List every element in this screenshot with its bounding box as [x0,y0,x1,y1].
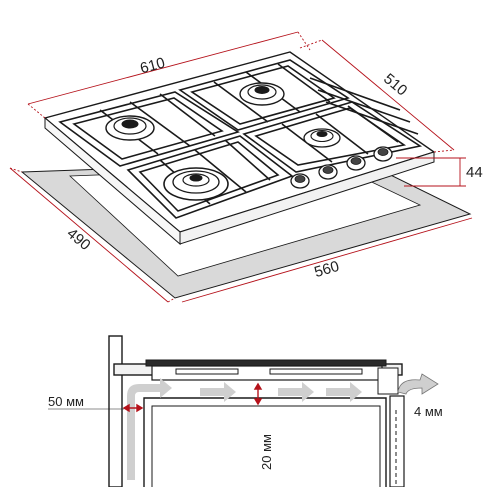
air-flow-arrows [127,373,439,480]
grate-front-left [126,135,294,219]
dim-line-510 [321,39,455,151]
grate-rear-right [178,59,350,131]
rear-wall [389,395,405,487]
label-vent-gap: 20 мм [259,434,274,470]
dim-label-610: 610 [138,54,167,77]
hob-left-edge [44,116,181,246]
ventilation-panel [143,397,387,487]
hob-rear-bracket [377,367,399,395]
burner-rear-left [105,115,155,141]
cooktop-isometric-view: 610 510 44 490 560 [9,31,483,303]
hob-section-rib-right [269,368,363,375]
airflow-arrow-3 [326,382,362,402]
grate-rear-left-inner [72,97,224,160]
dim-line-560 [181,217,473,303]
dim-label-510: 510 [380,70,410,99]
grate-front-left-inner [138,141,280,212]
airflow-riser [127,378,172,480]
dim-line-490 [9,167,169,303]
airflow-arrow-1 [200,382,236,402]
dim-label-490: 490 [63,225,93,254]
grate-rear-right-inner [190,65,336,125]
hob-section-rib-left [175,368,239,375]
dim-label-560: 560 [312,258,341,281]
grate-rear-left [58,91,240,167]
burner-front-left-large [163,167,229,201]
airflow-exit [397,373,439,395]
label-rear-gap: 4 мм [414,404,443,419]
knob-3 [346,155,366,171]
gap-markers [122,382,263,413]
control-knobs [290,146,393,189]
dim-line-610 [27,31,299,105]
airflow-arrow-2 [278,382,314,402]
knob-4 [373,146,393,162]
burner-front-right [303,128,341,148]
label-side-gap: 50 мм [48,394,84,409]
knob-2 [318,164,338,180]
knob-1 [290,173,310,189]
hob-section-top [145,359,387,367]
dim-label-44: 44 [466,164,483,181]
cabinet-left-wall [108,335,123,487]
burners [105,82,341,201]
dimension-lines [9,31,473,303]
burner-rear-right [239,82,285,106]
grate-front-right-inner [254,107,407,166]
grate-front-right [242,101,423,173]
installation-cross-section: 50 мм 20 мм 4 мм [48,335,443,487]
